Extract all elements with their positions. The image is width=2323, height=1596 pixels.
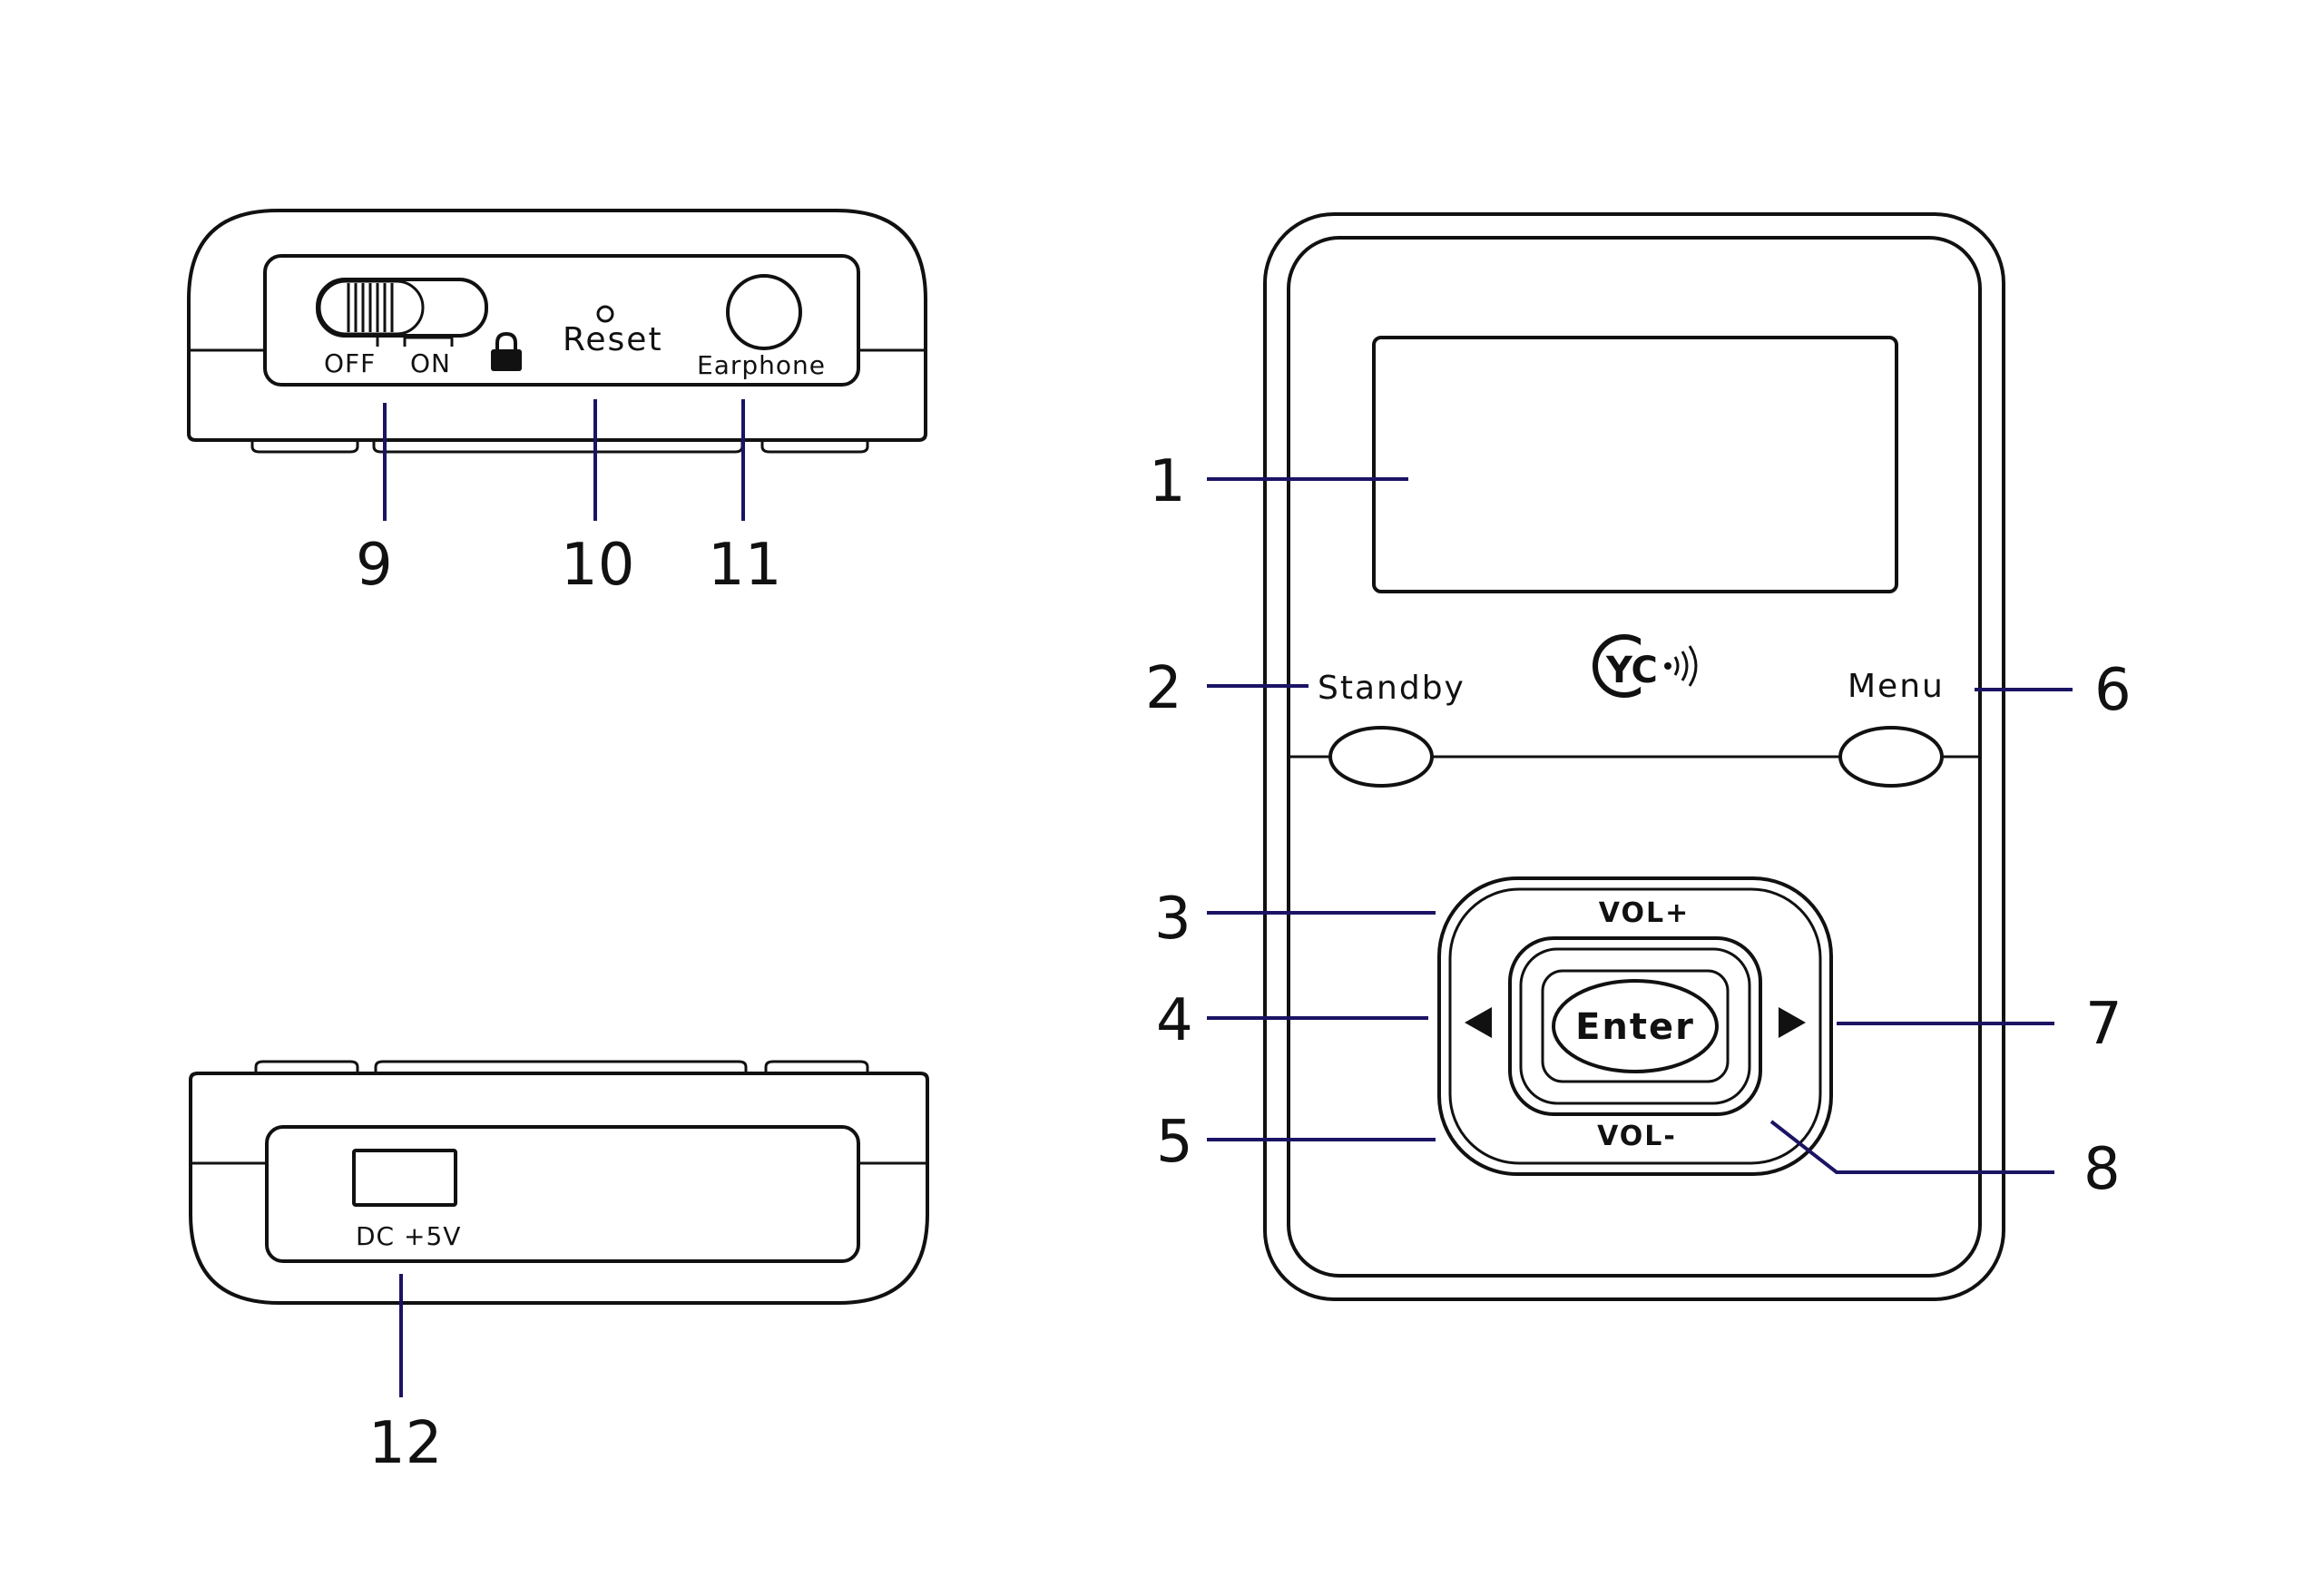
callout-3: 3 <box>1154 886 1191 953</box>
power-switch <box>316 278 488 347</box>
nav-pad-inner <box>1448 887 1822 1165</box>
top-view-body <box>187 209 927 442</box>
enter-surround-outer <box>1508 936 1762 1116</box>
vol-down-label[interactable]: VOL- <box>1597 1121 1677 1152</box>
front-view: YC Standby Menu Enter VOL+ VOL- <box>1145 212 2132 1301</box>
standby-label: Standby <box>1318 670 1465 707</box>
nav-pad-outer <box>1437 876 1833 1176</box>
lock-icon <box>491 331 522 371</box>
dc-port <box>352 1149 457 1207</box>
standby-button[interactable] <box>1328 726 1434 788</box>
enter-well <box>1541 969 1730 1083</box>
callout-11: 11 <box>708 532 781 599</box>
logo-text: YC <box>1605 650 1658 691</box>
reset-label: Reset <box>563 321 663 358</box>
leader-8 <box>1769 1120 2054 1174</box>
right-arrow-icon[interactable] <box>1779 1007 1806 1038</box>
menu-button[interactable] <box>1838 726 1944 788</box>
enter-label: Enter <box>1575 1006 1695 1048</box>
bottom-view-panel <box>265 1125 860 1263</box>
callout-8: 8 <box>2083 1136 2121 1203</box>
earphone-label: Earphone <box>697 350 826 380</box>
callout-6: 6 <box>2094 657 2132 724</box>
earphone-jack <box>726 274 802 350</box>
reset-hole <box>596 305 614 323</box>
enter-surround-inner <box>1519 947 1751 1105</box>
logo-icon: YC <box>1593 634 1698 698</box>
callout-4: 4 <box>1156 987 1193 1054</box>
bottom-foot-left <box>254 1060 359 1073</box>
callout-2: 2 <box>1145 655 1182 722</box>
front-outer-shell <box>1263 212 2005 1301</box>
menu-label: Menu <box>1848 668 1945 705</box>
vol-up-label[interactable]: VOL+ <box>1599 897 1690 929</box>
enter-button[interactable] <box>1552 979 1719 1073</box>
switch-knob <box>318 279 425 336</box>
callout-7: 7 <box>2085 991 2122 1058</box>
callout-1: 1 <box>1149 448 1186 515</box>
callout-12: 12 <box>368 1410 442 1477</box>
callout-10: 10 <box>561 532 634 599</box>
switch-on-label: ON <box>410 348 451 378</box>
top-foot-right <box>760 440 869 454</box>
bottom-foot-right <box>764 1060 869 1073</box>
top-view-panel <box>263 254 860 387</box>
top-foot-left <box>250 440 359 454</box>
callout-5: 5 <box>1156 1109 1193 1176</box>
bottom-view-body <box>189 1072 929 1305</box>
switch-off-label: OFF <box>324 348 376 378</box>
callout-9: 9 <box>356 532 393 599</box>
switch-track <box>316 278 488 338</box>
dc-label: DC +5V <box>356 1221 461 1251</box>
top-view: OFF ON Reset Earphone 9 10 11 <box>187 209 927 599</box>
switch-ticks <box>376 336 454 347</box>
bottom-foot-center <box>374 1060 748 1073</box>
display-screen <box>1372 336 1898 593</box>
bottom-view: DC +5V 12 <box>189 1060 929 1477</box>
left-arrow-icon[interactable] <box>1465 1007 1492 1038</box>
nav-pad[interactable]: Enter VOL+ VOL- <box>1437 876 1833 1176</box>
